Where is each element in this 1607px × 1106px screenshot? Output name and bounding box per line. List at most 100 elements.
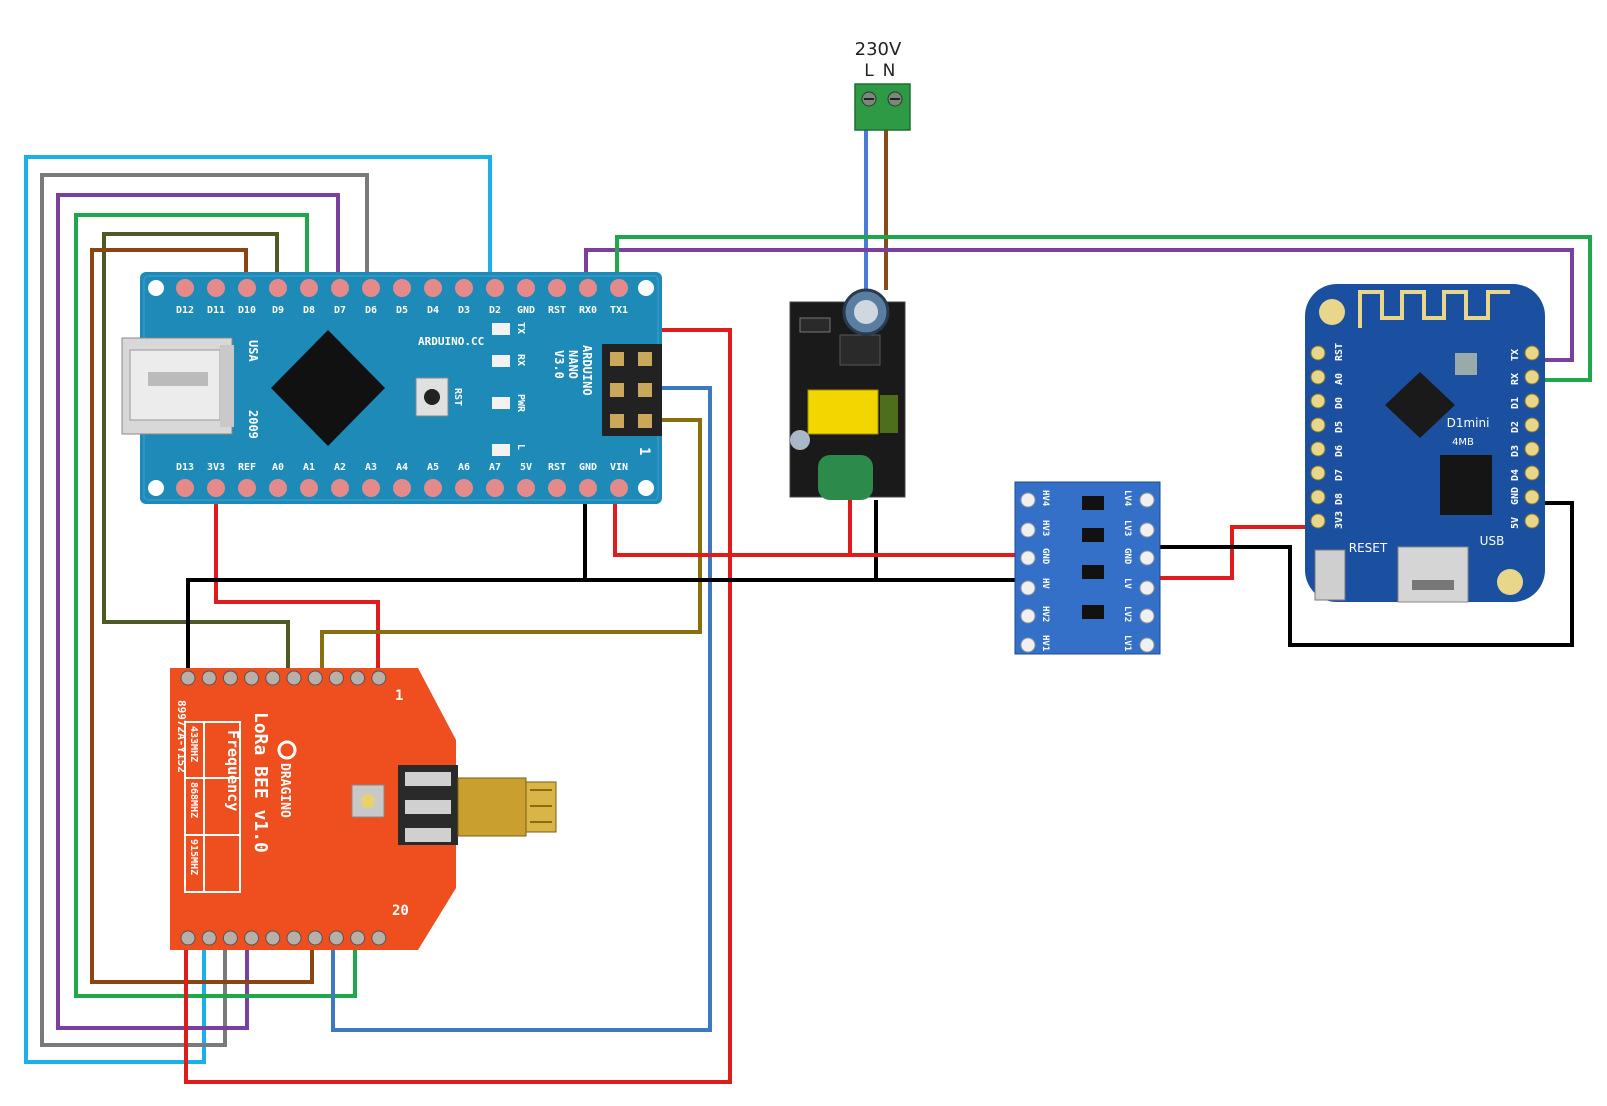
shifter-pin-label: LV1 bbox=[1122, 635, 1132, 651]
dragino-logo bbox=[277, 740, 297, 760]
arduino-pin-label: D6 bbox=[365, 305, 377, 316]
brand-label: ARDUINO.CC bbox=[418, 335, 484, 348]
shifter-pin-lv bbox=[1139, 580, 1155, 596]
svg-text:RX: RX bbox=[515, 354, 526, 366]
mains-terminal: 230V L N bbox=[854, 39, 911, 131]
wemos-pin-label: GND bbox=[1510, 487, 1521, 505]
arduino-pin-label: GND bbox=[517, 305, 535, 316]
arduino-board bbox=[140, 272, 662, 504]
wire-green-serial bbox=[615, 235, 1592, 382]
wemos-pin-d4 bbox=[1524, 465, 1540, 481]
wemos-pin-rx bbox=[1524, 369, 1540, 385]
wire-black-lv bbox=[1150, 501, 1574, 647]
shifter-pin-lv4 bbox=[1139, 492, 1155, 508]
wire-light-blue bbox=[24, 155, 492, 1064]
status-leds: TX RX PWR L bbox=[492, 322, 526, 456]
lora-pin-top bbox=[222, 670, 238, 686]
arduino-pin-d8 bbox=[300, 279, 318, 297]
lora-pin-bottom bbox=[371, 930, 387, 946]
arduino-pin-5v bbox=[517, 479, 535, 497]
wemos-pin-3v3 bbox=[1310, 513, 1326, 529]
arduino-pin-3v3 bbox=[207, 479, 225, 497]
wemos-reset-label: RESET bbox=[1349, 541, 1388, 555]
arduino-pin-label: A5 bbox=[427, 462, 439, 473]
wire-green-left bbox=[74, 213, 357, 998]
arduino-pin-d4 bbox=[424, 279, 442, 297]
wifi-antenna bbox=[1358, 290, 1510, 328]
wemos-pin-label: A0 bbox=[1334, 373, 1345, 385]
wemos-pin-d8 bbox=[1310, 489, 1326, 505]
lora-title: LoRa BEE v1.0 bbox=[250, 712, 271, 853]
lora-pin-top bbox=[180, 670, 196, 686]
wemos-pin-tx bbox=[1524, 345, 1540, 361]
acdc-power-module bbox=[789, 288, 906, 500]
wemos-pin-label: 5V bbox=[1510, 517, 1521, 529]
arduino-pin-a0 bbox=[269, 479, 287, 497]
usa-label: USA bbox=[246, 340, 260, 362]
lora-pin-top bbox=[286, 670, 302, 686]
shifter-pin-label: HV4 bbox=[1040, 490, 1050, 507]
lora-pin-top bbox=[307, 670, 323, 686]
wire-gray bbox=[40, 173, 369, 1047]
arduino-pin-label: A2 bbox=[334, 462, 346, 473]
wire-olive-icsp bbox=[320, 418, 702, 675]
lora-pin-bottom bbox=[286, 930, 302, 946]
wire-dark-olive bbox=[102, 232, 290, 675]
wemos-usb-label: USB bbox=[1480, 534, 1505, 548]
lora-pin-bottom bbox=[307, 930, 323, 946]
arduino-pin-ref bbox=[238, 479, 256, 497]
shifter-pin-lv2 bbox=[1139, 608, 1155, 624]
shifter-pin-hv1 bbox=[1020, 637, 1036, 653]
wire-black-gnd-bus bbox=[186, 578, 1020, 675]
arduino-pin-label: D7 bbox=[334, 305, 346, 316]
esp-chip bbox=[1385, 372, 1455, 438]
lora-pin-top bbox=[265, 670, 281, 686]
arduino-pin-tx1 bbox=[610, 279, 628, 297]
svg-text:L: L bbox=[515, 444, 526, 450]
wemos-reset-button bbox=[1314, 549, 1346, 601]
arduino-pin-rx0 bbox=[579, 279, 597, 297]
lora-pin-bottom bbox=[350, 930, 366, 946]
wire-blue-icsp bbox=[331, 386, 712, 1032]
wemos-pin-label: RX bbox=[1510, 373, 1521, 385]
wemos-pin-gnd bbox=[1524, 489, 1540, 505]
freq-915: 915MHZ bbox=[188, 839, 199, 875]
arduino-pin-label: VIN bbox=[610, 462, 628, 473]
line-label: L bbox=[864, 61, 874, 81]
wemos-pin-label: D0 bbox=[1334, 397, 1345, 409]
wemos-pin-d5 bbox=[1310, 417, 1326, 433]
model-line2: NANO bbox=[566, 350, 580, 379]
lora-bee-module: 433MHZ 868MHZ 915MHZ Frequency 89972A-Y1… bbox=[170, 668, 557, 950]
lora-pin-bottom bbox=[244, 930, 260, 946]
arduino-pin-gnd bbox=[517, 279, 535, 297]
arduino-pin-label: A1 bbox=[303, 462, 315, 473]
wemos-pin-label: D6 bbox=[1334, 445, 1345, 457]
arduino-pin-label: GND bbox=[579, 462, 597, 473]
freq-433: 433MHZ bbox=[188, 726, 199, 762]
arduino-pin-d12 bbox=[176, 279, 194, 297]
shifter-pin-label: LV4 bbox=[1122, 490, 1132, 507]
wemos-d1-mini: D1mini 4MB RESET USB RSTA0D0D5D6D7D83V3T… bbox=[1305, 284, 1545, 603]
lora-pin-bottom bbox=[180, 930, 196, 946]
arduino-pin-label: D5 bbox=[396, 305, 408, 316]
arduino-pin-d6 bbox=[362, 279, 380, 297]
arduino-pin-label: A7 bbox=[489, 462, 501, 473]
shifter-pin-label: HV2 bbox=[1040, 606, 1050, 622]
lora-pin-bottom bbox=[201, 930, 217, 946]
lora-pin-top bbox=[244, 670, 260, 686]
wemos-pin-label: D4 bbox=[1510, 469, 1521, 481]
arduino-pin-label: A6 bbox=[458, 462, 470, 473]
arduino-pin-label: RST bbox=[548, 305, 566, 316]
wemos-pin-d7 bbox=[1310, 465, 1326, 481]
wire-red-lv bbox=[1150, 525, 1312, 580]
shifter-pin-hv bbox=[1020, 580, 1036, 596]
arduino-pin-a6 bbox=[455, 479, 473, 497]
arduino-pin-rst bbox=[548, 279, 566, 297]
arduino-pin-rst bbox=[548, 479, 566, 497]
shifter-pin-gnd bbox=[1020, 550, 1036, 566]
voltage-label: 230V bbox=[855, 39, 902, 60]
lora-board bbox=[170, 668, 456, 950]
svg-text:PWR: PWR bbox=[515, 394, 526, 413]
